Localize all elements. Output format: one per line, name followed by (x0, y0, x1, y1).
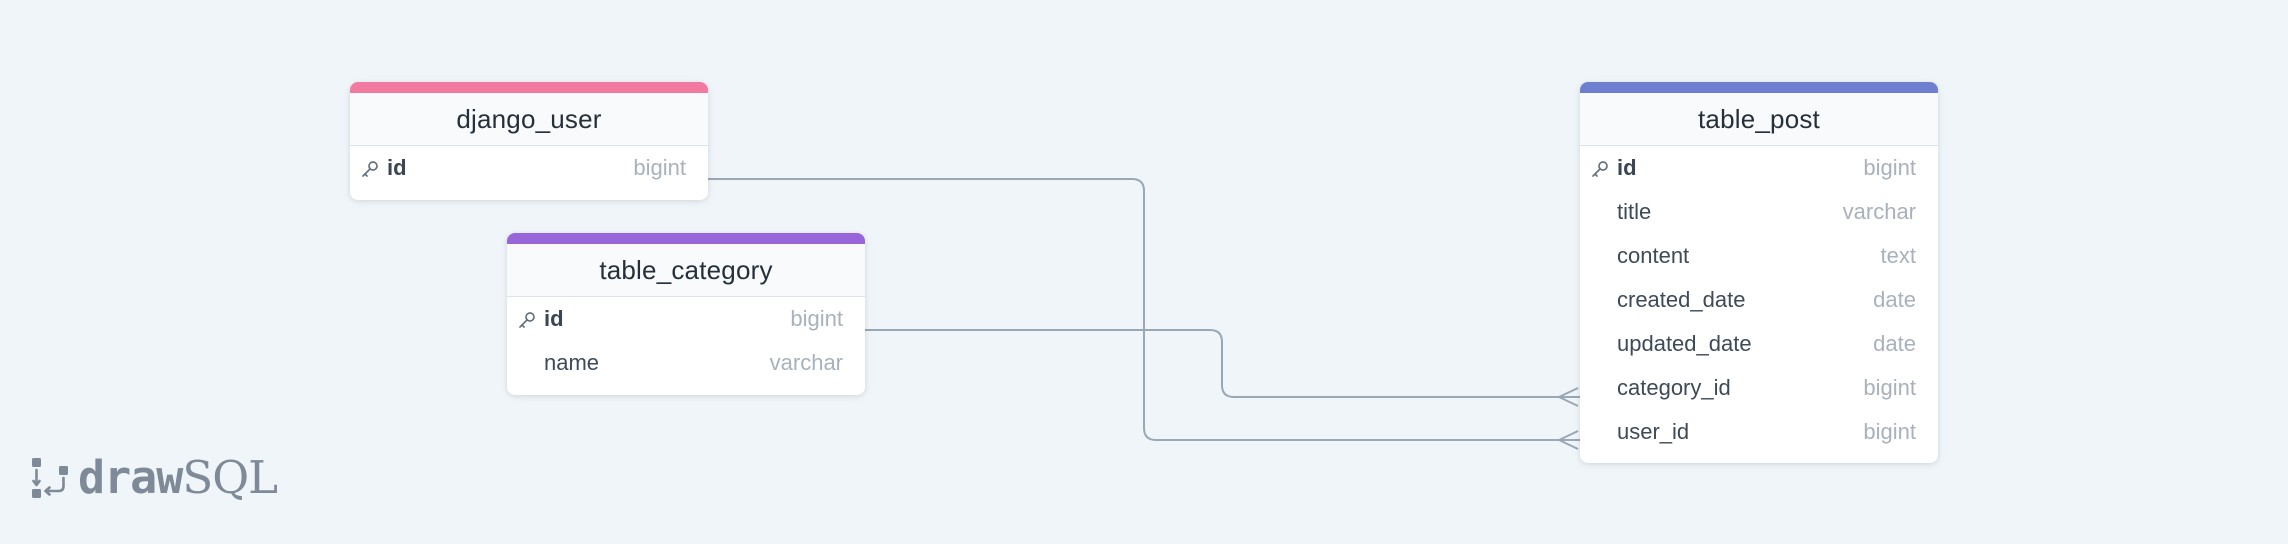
table-header[interactable]: table_post (1580, 82, 1938, 146)
drawsql-logo-icon (32, 457, 68, 498)
connector-category-to-post-category-id (865, 329, 1580, 398)
column-type: bigint (1863, 375, 1916, 400)
column-name: id (544, 306, 564, 331)
column-name: id (1617, 155, 1637, 180)
table-title: table_category (599, 254, 773, 285)
table-header[interactable]: django_user (350, 82, 708, 146)
column-name: content (1617, 243, 1690, 268)
column-name: created_date (1617, 287, 1746, 312)
wordmark-draw: draw (78, 451, 183, 504)
column-type: bigint (790, 306, 843, 331)
column-name: title (1617, 199, 1652, 224)
column-row-id[interactable]: id bigint (350, 146, 708, 190)
table-category-table[interactable]: table_category id bigint name varchar (507, 233, 865, 395)
wordmark-sql: SQL (182, 451, 278, 504)
table-header[interactable]: table_category (507, 233, 865, 297)
column-type: bigint (1863, 155, 1916, 180)
column-type: text (1880, 243, 1916, 268)
column-name: updated_date (1617, 331, 1752, 356)
drawsql-logo[interactable]: drawSQL (31, 455, 278, 500)
column-type: bigint (1863, 419, 1916, 444)
column-type: bigint (633, 155, 686, 180)
column-row-content[interactable]: content text (1580, 234, 1938, 278)
column-name: id (387, 155, 407, 180)
key-icon (1592, 161, 1608, 177)
column-row-category-id[interactable]: category_id bigint (1580, 366, 1938, 410)
column-row-title[interactable]: title varchar (1580, 190, 1938, 234)
column-row-updated-date[interactable]: updated_date date (1580, 322, 1938, 366)
crows-foot-category-id (1558, 387, 1579, 407)
column-name: category_id (1617, 375, 1731, 400)
column-type: date (1873, 331, 1916, 356)
connector-django-user-to-post-user-id (708, 178, 1580, 441)
column-row-id[interactable]: id bigint (507, 297, 865, 341)
table-title: django_user (456, 103, 602, 134)
column-type: date (1873, 287, 1916, 312)
crows-foot-user-id (1558, 430, 1579, 450)
column-name: name (544, 350, 600, 375)
drawsql-wordmark: drawSQL (78, 455, 278, 500)
column-row-id[interactable]: id bigint (1580, 146, 1938, 190)
django-user-table[interactable]: django_user id bigint (350, 82, 708, 200)
column-type: varchar (769, 350, 843, 375)
column-row-name[interactable]: name varchar (507, 341, 865, 385)
key-icon (362, 161, 378, 177)
key-icon (519, 312, 535, 328)
table-post-table[interactable]: table_post id bigint title varchar conte… (1580, 82, 1938, 463)
column-row-created-date[interactable]: created_date date (1580, 278, 1938, 322)
column-name: user_id (1617, 419, 1690, 444)
column-row-user-id[interactable]: user_id bigint (1580, 410, 1938, 454)
column-type: varchar (1842, 199, 1916, 224)
table-title: table_post (1698, 103, 1820, 134)
